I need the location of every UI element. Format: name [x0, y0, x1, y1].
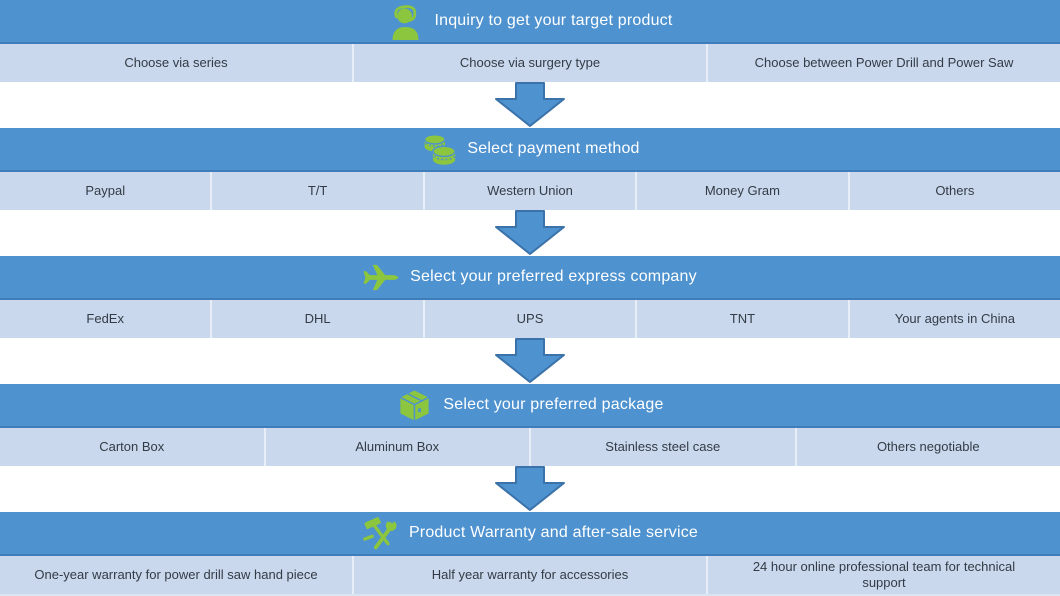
down-arrow-icon [495, 466, 565, 511]
package-box-icon [396, 387, 433, 424]
flow-arrow-gap [0, 210, 1060, 256]
step-options-warranty: One-year warranty for power drill saw ha… [0, 556, 1060, 594]
option-cell: Stainless steel case [529, 428, 795, 466]
option-cell: One-year warranty for power drill saw ha… [34, 566, 318, 582]
step-title: Inquiry to get your target product [434, 12, 673, 29]
support-agent-icon [387, 3, 424, 40]
option-cell: Others [847, 172, 1060, 210]
bottom-strip [0, 594, 1060, 596]
option-cell: Carton Box [99, 438, 165, 454]
flow-arrow-gap [0, 82, 1060, 128]
option-cell: Money Gram [635, 172, 847, 210]
step-title: Select payment method [467, 140, 640, 157]
option-cell: Choose via series [124, 54, 228, 70]
option-cell: T/T [210, 172, 422, 210]
option-cell: Choose between Power Drill and Power Saw [706, 44, 1060, 82]
flow-arrow-gap [0, 466, 1060, 512]
option-cell: 24 hour online professional team for tec… [706, 556, 1060, 594]
option-cell: Your agents in China [847, 300, 1060, 338]
flow-arrow-gap [0, 338, 1060, 384]
option-cell: TNT [635, 300, 847, 338]
step-header-inquiry: Inquiry to get your target product [0, 0, 1060, 44]
option-cell: Half year warranty for accessories [352, 556, 706, 594]
step-header-express: Select your preferred express company [0, 256, 1060, 300]
option-cell: Aluminum Box [263, 428, 530, 466]
option-cell: FedEx [86, 310, 124, 326]
tools-icon [362, 514, 399, 552]
step-title: Select your preferred express company [410, 268, 697, 285]
option-cell: UPS [422, 300, 635, 338]
step-title: Select your preferred package [443, 396, 664, 413]
option-cell: Others negotiable [794, 428, 1060, 466]
option-cell: DHL [210, 300, 422, 338]
airplane-icon [363, 259, 400, 296]
option-cell: Paypal [85, 182, 126, 198]
down-arrow-icon [495, 210, 565, 255]
step-options-inquiry: Choose via series Choose via surgery type… [0, 44, 1060, 82]
option-cell: Choose via surgery type [352, 44, 706, 82]
coins-icon [420, 131, 457, 168]
step-header-payment: Select payment method [0, 128, 1060, 172]
step-header-warranty: Product Warranty and after-sale service [0, 512, 1060, 556]
down-arrow-icon [495, 338, 565, 383]
step-title: Product Warranty and after-sale service [408, 524, 699, 541]
step-header-package: Select your preferred package [0, 384, 1060, 428]
down-arrow-icon [495, 82, 565, 127]
option-cell: Western Union [422, 172, 635, 210]
